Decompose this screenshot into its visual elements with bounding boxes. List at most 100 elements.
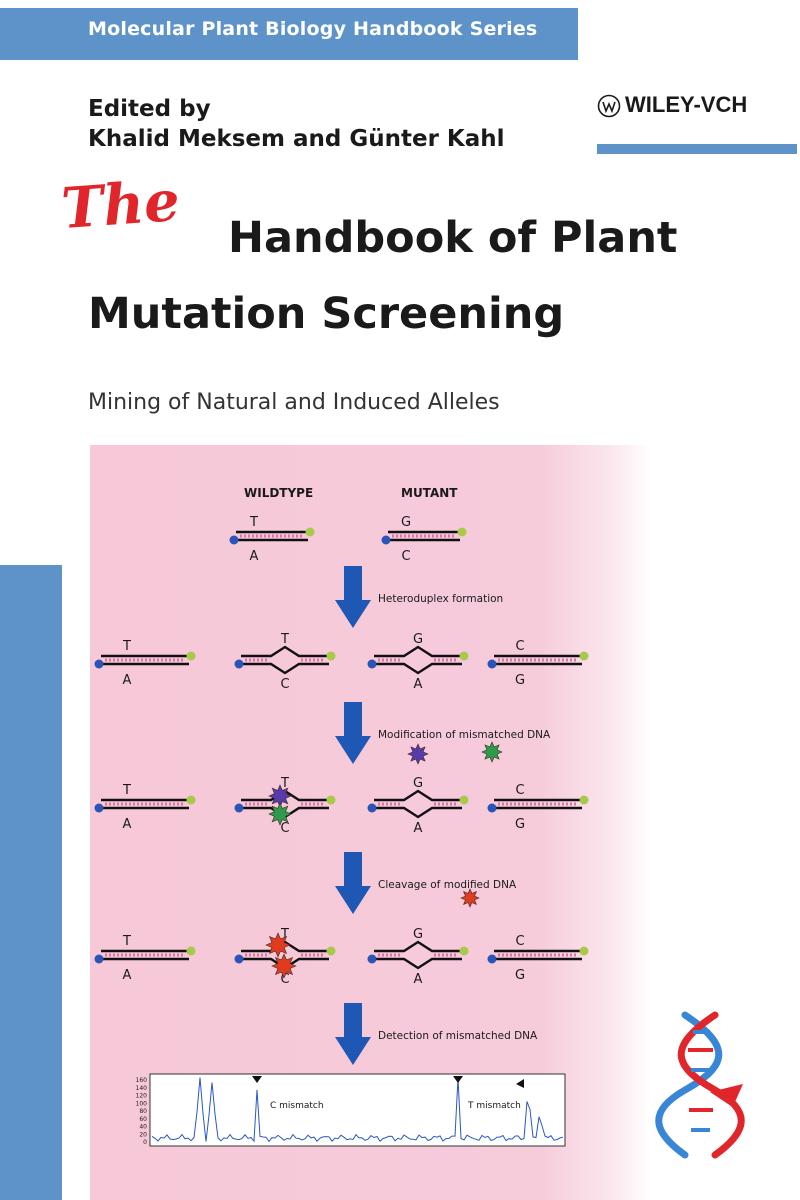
duplex-row2-3-bottom-strand xyxy=(374,806,462,819)
editor-names: Khalid Meksem and Günter Kahl xyxy=(88,126,505,152)
duplex-row3-3-bottom-strand xyxy=(374,957,462,970)
duplex-row1-3-end-blue xyxy=(367,659,377,669)
duplex-row1-3-bottom-strand xyxy=(374,662,462,675)
duplex-row1-4-top-base: C xyxy=(515,639,524,654)
duplex-wildtype-top-base: T xyxy=(249,515,258,530)
duplex-row1-2-top-strand xyxy=(241,645,329,658)
side-accent-bar xyxy=(0,565,62,1200)
duplex-wildtype-bottom-base: A xyxy=(250,549,259,564)
duplex-mutant-top-base: G xyxy=(401,515,411,530)
peak-pointer-2 xyxy=(453,1076,463,1083)
duplex-row3-2-top-base: T xyxy=(280,927,289,942)
mod-bound-purple xyxy=(268,784,292,808)
duplex-row1-1-bottom-base: A xyxy=(123,673,132,688)
duplex-row1-4-end-green xyxy=(579,651,589,661)
duplex-row3-1-top-base: T xyxy=(122,934,131,949)
duplex-row2-3-top-strand xyxy=(374,789,462,802)
step-label-1: Heteroduplex formation xyxy=(378,593,503,605)
duplex-row3-2-bottom-base: C xyxy=(280,972,289,987)
duplex-row1-3-end-green xyxy=(459,651,469,661)
duplex-row2-1-top-base: T xyxy=(122,783,131,798)
duplex-row2-2-bottom-base: C xyxy=(280,821,289,836)
duplex-row1-3-bottom-base: A xyxy=(414,677,423,692)
duplex-row3-3-bottom-base: A xyxy=(414,972,423,987)
title-line-2: Mutation Screening xyxy=(88,289,565,339)
duplex-row1-1-top-base: T xyxy=(122,639,131,654)
cleave-bound-top xyxy=(265,932,291,958)
trace-ytick-40: 40 xyxy=(139,1124,147,1131)
trace-ytick-160: 160 xyxy=(136,1077,148,1084)
duplex-row2-4-top-base: C xyxy=(515,783,524,798)
peak-pointer-1 xyxy=(252,1076,262,1083)
step-arrow-1 xyxy=(335,566,371,628)
duplex-row2-3-end-blue xyxy=(367,803,377,813)
step-label-4: Detection of mismatched DNA xyxy=(378,1030,538,1042)
duplex-row3-3-end-blue xyxy=(367,954,377,964)
wiley-emblem-icon xyxy=(597,94,621,118)
duplex-row3-4-end-blue xyxy=(487,954,497,964)
duplex-row1-2-end-green xyxy=(326,651,336,661)
trace-ytick-140: 140 xyxy=(136,1085,148,1092)
duplex-row2-1-end-blue xyxy=(94,803,104,813)
step-arrow-3 xyxy=(335,852,371,914)
step-arrow-4 xyxy=(335,1003,371,1065)
duplex-row1-2-bottom-base: C xyxy=(280,677,289,692)
duplex-row2-3-top-base: G xyxy=(413,776,423,791)
duplex-row3-3-top-strand xyxy=(374,940,462,953)
publisher-bar xyxy=(597,144,797,154)
duplex-row2-4-end-blue xyxy=(487,803,497,813)
duplex-wildtype-end-blue xyxy=(229,535,239,545)
duplex-row1-3-top-strand xyxy=(374,645,462,658)
duplex-row3-3-end-green xyxy=(459,946,469,956)
duplex-row2-3-bottom-base: A xyxy=(414,821,423,836)
trace-ytick-120: 120 xyxy=(136,1093,148,1100)
duplex-row2-4-end-green xyxy=(579,795,589,805)
duplex-row3-4-end-green xyxy=(579,946,589,956)
title-line-1: Handbook of Plant xyxy=(228,213,678,263)
trace-ytick-20: 20 xyxy=(139,1131,147,1138)
duplex-row1-2-top-base: T xyxy=(280,632,289,647)
duplex-row3-2-end-green xyxy=(326,946,336,956)
duplex-row1-2-bottom-strand xyxy=(241,662,329,675)
trace-frame xyxy=(149,1073,566,1147)
duplex-row1-2-end-blue xyxy=(234,659,244,669)
duplex-mutant-end-green xyxy=(457,527,467,537)
duplex-row3-2-top-strand xyxy=(241,940,329,953)
duplex-row1-3-top-base: G xyxy=(413,632,423,647)
step-label-2: Modification of mismatched DNA xyxy=(378,729,551,741)
trace-ytick-0: 0 xyxy=(143,1139,147,1146)
book-title: Handbook of Plant Mutation Screening xyxy=(88,200,677,352)
trace-ytick-60: 60 xyxy=(139,1116,147,1123)
cleave-bound-bottom xyxy=(271,953,297,979)
duplex-row2-2-top-base: T xyxy=(280,776,289,791)
peak-label-c-mismatch: C mismatch xyxy=(270,1101,324,1111)
trace-ytick-100: 100 xyxy=(136,1100,148,1107)
duplex-row3-2-end-blue xyxy=(234,954,244,964)
mod-marker-purple xyxy=(407,743,429,765)
series-banner xyxy=(0,8,578,60)
duplex-row3-3-top-base: G xyxy=(413,927,423,942)
trace-ytick-80: 80 xyxy=(139,1108,147,1115)
duplex-row2-3-end-green xyxy=(459,795,469,805)
peak-pointer-3 xyxy=(516,1079,524,1088)
duplex-row2-4-bottom-base: G xyxy=(515,817,525,832)
duplex-row2-1-end-green xyxy=(186,795,196,805)
duplex-row2-1-bottom-base: A xyxy=(123,817,132,832)
step-arrow-2 xyxy=(335,702,371,764)
duplex-row1-1-end-blue xyxy=(94,659,104,669)
duplex-row2-2-end-blue xyxy=(234,803,244,813)
publisher-logo: WILEY-VCH xyxy=(597,92,797,154)
peak-label-t-mismatch: T mismatch xyxy=(467,1101,521,1111)
duplex-row3-1-end-green xyxy=(186,946,196,956)
book-subtitle: Mining of Natural and Induced Alleles xyxy=(88,390,500,415)
mod-bound-green xyxy=(268,802,292,826)
duplex-row1-1-end-green xyxy=(186,651,196,661)
duplex-row3-4-top-base: C xyxy=(515,934,524,949)
mod-marker-green xyxy=(481,741,503,763)
cleave-marker xyxy=(460,888,480,908)
dna-helix-logo-icon xyxy=(655,1011,745,1159)
step-label-3: Cleavage of modified DNA xyxy=(378,879,517,891)
label-wildtype: WILDTYPE xyxy=(244,486,313,500)
label-mutant: MUTANT xyxy=(401,486,458,500)
